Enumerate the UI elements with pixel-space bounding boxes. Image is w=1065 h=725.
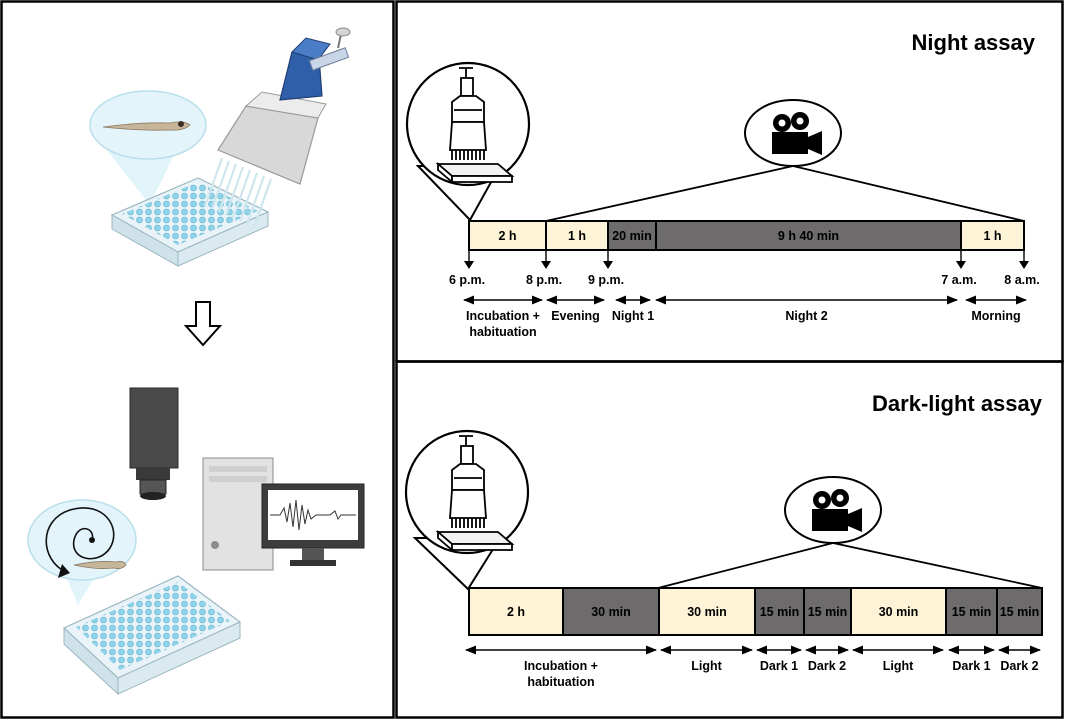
time-tick-arrowhead [541,261,551,269]
darklight-panel-frame [395,360,1064,719]
zebrafish-larva-icon [102,121,191,131]
darklight-bar-segment-label: 15 min [760,605,800,619]
darklight-bar-segment [468,587,564,636]
movie-camera-icon [772,112,822,155]
night-camera-badge [744,99,842,167]
night-time-markers: 6 p.m. 8 p.m. 9 p.m. 7 a.m. 8 a.m. [449,250,1040,287]
darklight-bar-segment-label: 30 min [591,605,631,619]
darklight-pipette-badge [404,429,530,591]
darklight-camera-badge [784,476,882,544]
night-period-ranges: Incubation + habituation Evening Night 1 Nig… [462,295,1028,339]
night-period-label: Evening [551,309,600,323]
darklight-bar-segment-label: 30 min [687,605,727,619]
time-label: 6 p.m. [449,273,485,287]
trajectory-icon [45,507,115,573]
night-period-label: Night 1 [612,309,654,323]
night-bar-segment [468,220,547,251]
down-arrow-icon [183,301,223,347]
darklight-period-label: Dark 1 [952,659,990,673]
night-bar-segment [655,220,962,251]
multichannel-pipette-icon [217,27,351,185]
darklight-period-ranges: Incubation + habituation Light Dark 1 Dark 2… [464,645,1042,689]
movie-camera-icon [812,489,862,532]
multichannel-pipette-icon [435,435,515,552]
darklight-bar-segment [945,587,998,636]
night-period-label: habituation [469,325,536,339]
multichannel-pipette-icon [435,67,515,184]
darklight-period-label: Dark 2 [1000,659,1038,673]
darklight-bar-segment [850,587,947,636]
night-period-label: Morning [971,309,1020,323]
time-label: 7 a.m. [941,273,976,287]
darklight-bar-segment [996,587,1043,636]
pipette-tips [203,157,273,228]
night-bar-segment-label: 1 h [983,229,1001,243]
night-period-label: Night 2 [785,309,827,323]
microplate-icon [110,177,270,267]
night-bar-segment [960,220,1025,251]
night-bar-segment [545,220,609,251]
darklight-bar-segment [803,587,852,636]
night-period-label: Incubation + [466,309,540,323]
night-bar-segment-label: 2 h [498,229,516,243]
night-pipette-badge [405,61,531,222]
darklight-period-label: Light [883,659,914,673]
night-timeline-bar: 2 h 1 h 20 min 9 h 40 min 1 h [468,220,1025,251]
time-label: 8 p.m. [526,273,562,287]
darklight-bar-segment-label: 15 min [808,605,848,619]
time-tick-arrowhead [603,261,613,269]
darklight-bar-segment-label: 15 min [952,605,992,619]
darklight-period-label: habituation [527,675,594,689]
darklight-bar-segment-label: 30 min [879,605,919,619]
night-assay-title: Night assay [912,30,1036,55]
time-label: 9 p.m. [588,273,624,287]
camera-icon [129,387,179,500]
darklight-bar-segment-label: 15 min [1000,605,1040,619]
darklight-timeline-bar: 2 h 30 min 30 min 15 min 15 min 30 min 15 min 1… [468,587,1043,636]
darklight-period-label: Incubation + [524,659,598,673]
time-tick-arrowhead [1019,261,1029,269]
recording-setup-illustration [27,387,365,696]
microplate-icon [62,575,242,696]
zebrafish-larva-icon [73,561,127,569]
computer-icon [202,457,365,571]
darklight-period-label: Dark 2 [808,659,846,673]
time-label: 8 a.m. [1004,273,1039,287]
night-bar-segment-label: 1 h [568,229,586,243]
night-bar-segment-label: 9 h 40 min [778,229,839,243]
dark-light-assay-title: Dark-light assay [872,391,1043,416]
night-bar-segment [607,220,657,251]
left-panel-frame [0,0,395,719]
time-tick-arrowhead [956,261,966,269]
night-bar-segment-label: 20 min [612,229,652,243]
time-tick-arrowhead [464,261,474,269]
darklight-period-label: Light [691,659,722,673]
darklight-bar-segment-label: 2 h [507,605,525,619]
plate-pipetting-illustration [89,27,351,267]
darklight-period-label: Dark 1 [760,659,798,673]
